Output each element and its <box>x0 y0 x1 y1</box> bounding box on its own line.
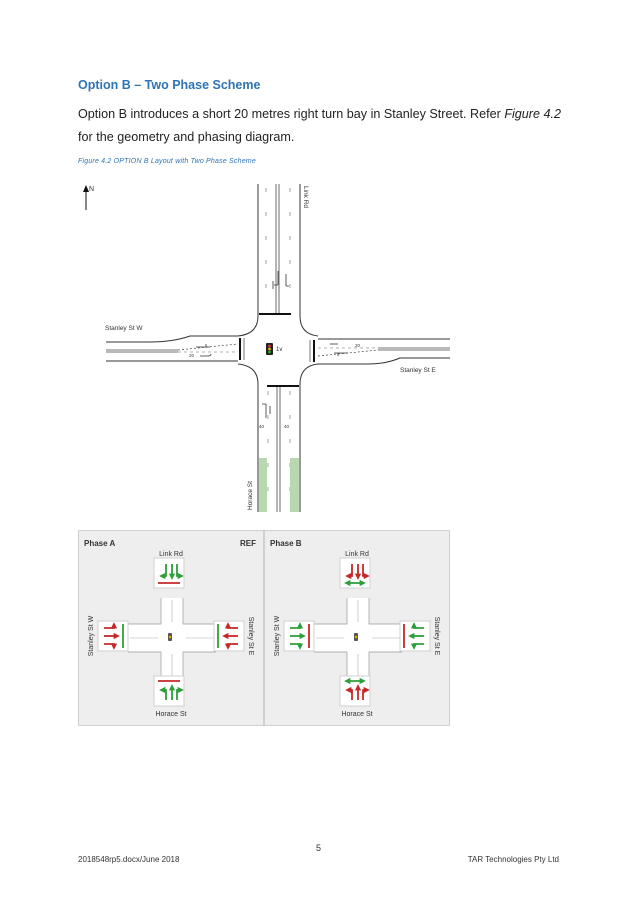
section-heading: Option B – Two Phase Scheme <box>78 78 261 92</box>
link-rd-road <box>257 184 301 316</box>
street-label-south: Horace St <box>247 481 254 510</box>
stanley-st-w-road <box>106 335 245 362</box>
signal-label: 1v <box>276 347 282 353</box>
figure-caption: Figure 4.2 OPTION B Layout with Two Phas… <box>78 158 256 165</box>
figure-reference: Figure 4.2 <box>504 107 562 121</box>
phase-b-south-movement-icon <box>344 677 370 700</box>
page-number: 5 <box>315 843 321 853</box>
stanley-st-e-road <box>309 338 450 365</box>
phase-a-west-movement-icon <box>104 622 124 650</box>
phase-b-east-label: Stanley St E <box>433 617 440 656</box>
turn-bay-length-east: 20 <box>355 343 361 348</box>
phase-b-panel: Phase B Link Rd Horace St Stanley St W S… <box>264 530 450 726</box>
phase-a-panel: Phase A REF Link Rd Horace St Stanley St… <box>78 530 264 726</box>
phase-b-south-label: Horace St <box>341 711 372 718</box>
phase-a-title: Phase A <box>84 539 115 548</box>
turn-bay-length-west: 20 <box>189 353 195 358</box>
traffic-signal-icon <box>266 343 273 355</box>
phase-a-west-label: Stanley St W <box>88 615 95 656</box>
phase-a-east-label: Stanley St E <box>247 617 254 656</box>
street-label-west: Stanley St W <box>105 325 143 332</box>
phase-a-south-movement-icon <box>158 680 184 700</box>
phase-a-north-movement-icon <box>158 564 184 584</box>
phase-a-north-label: Link Rd <box>159 551 183 558</box>
speed-marking-sw: 40 <box>259 424 265 429</box>
phasing-diagram: Phase A REF Link Rd Horace St Stanley St… <box>78 530 450 726</box>
phase-a-south-label: Horace St <box>155 711 186 718</box>
street-label-north: Link Rd <box>302 186 309 208</box>
phase-b-west-label: Stanley St W <box>274 615 281 656</box>
phase-b-title: Phase B <box>270 539 302 548</box>
phase-a-east-movement-icon <box>217 622 238 650</box>
phase-b-east-movement-icon <box>403 622 424 650</box>
paragraph-text-1: Option B introduces a short 20 metres ri… <box>78 107 505 121</box>
phase-a-ref-tag: REF <box>240 539 256 548</box>
speed-marking-se: 40 <box>284 424 290 429</box>
intersection-corners <box>237 315 319 385</box>
body-paragraph: Option B introduces a short 20 metres ri… <box>78 103 568 149</box>
phase-b-north-movement-icon <box>344 564 370 587</box>
paragraph-text-2: for the geometry and phasing diagram. <box>78 130 295 144</box>
intersection-layout-diagram: N 20 <box>83 184 450 512</box>
horace-st-road <box>257 384 301 512</box>
footer-document-info: 2018548rp5.docx/June 2018 <box>78 855 180 864</box>
footer-company: TAR Technologies Pty Ltd <box>467 855 559 864</box>
north-arrow-icon <box>83 185 89 210</box>
north-label: N <box>89 186 94 193</box>
phase-b-west-movement-icon <box>290 622 310 650</box>
phase-b-north-label: Link Rd <box>345 551 369 558</box>
street-label-east: Stanley St E <box>400 367 436 374</box>
